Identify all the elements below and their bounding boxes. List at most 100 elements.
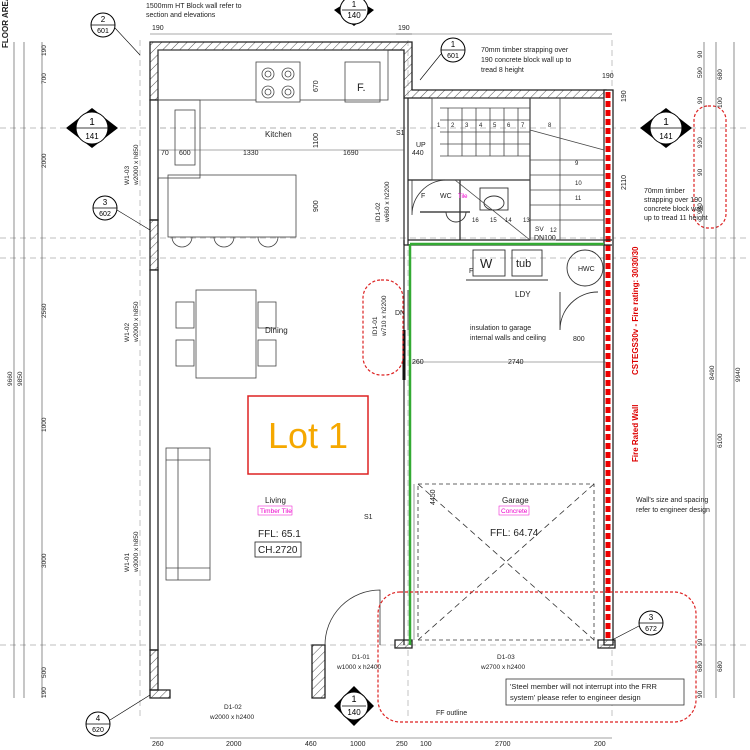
svg-text:90: 90 bbox=[697, 96, 704, 104]
svg-text:8490: 8490 bbox=[709, 365, 716, 380]
svg-text:10: 10 bbox=[575, 181, 582, 187]
svg-text:internal walls and ceiling: internal walls and ceiling bbox=[470, 335, 546, 342]
svg-text:w2000 x h850: w2000 x h850 bbox=[133, 301, 140, 343]
svg-text:1000: 1000 bbox=[41, 417, 48, 432]
svg-text:1: 1 bbox=[352, 0, 357, 9]
svg-text:4: 4 bbox=[96, 714, 101, 723]
svg-text:260: 260 bbox=[152, 741, 164, 748]
svg-text:SV: SV bbox=[535, 226, 544, 233]
svg-text:w660 x h2200: w660 x h2200 bbox=[384, 181, 391, 223]
svg-text:DN: DN bbox=[395, 310, 405, 317]
svg-text:190: 190 bbox=[41, 687, 48, 698]
svg-text:8: 8 bbox=[548, 123, 552, 129]
detail-ref-1-601: 1 601 bbox=[419, 37, 466, 81]
svg-text:Garage: Garage bbox=[502, 496, 529, 505]
svg-text:190: 190 bbox=[602, 73, 614, 80]
svg-text:CSTEGS30v - Fire rating: 30/30: CSTEGS30v - Fire rating: 30/30/30 bbox=[631, 246, 640, 375]
svg-text:601: 601 bbox=[97, 28, 109, 35]
svg-text:1: 1 bbox=[89, 117, 95, 128]
wc-fixtures bbox=[445, 187, 509, 223]
svg-text:ID1-02: ID1-02 bbox=[375, 202, 382, 222]
staircase bbox=[431, 97, 605, 241]
svg-text:concrete block wall: concrete block wall bbox=[644, 206, 704, 213]
svg-text:F: F bbox=[469, 268, 473, 275]
svg-text:700: 700 bbox=[41, 73, 48, 84]
svg-text:section and elevations: section and elevations bbox=[146, 12, 216, 19]
svg-text:1000: 1000 bbox=[350, 741, 366, 748]
svg-text:HWC: HWC bbox=[578, 266, 595, 273]
outer-walls bbox=[149, 41, 616, 699]
svg-text:W1-03: W1-03 bbox=[124, 165, 131, 185]
svg-text:672: 672 bbox=[645, 626, 657, 633]
svg-text:w2000 x h2400: w2000 x h2400 bbox=[209, 714, 254, 721]
svg-text:680: 680 bbox=[717, 69, 724, 80]
svg-text:440: 440 bbox=[412, 150, 424, 157]
svg-text:WC: WC bbox=[440, 193, 452, 200]
svg-text:13: 13 bbox=[523, 218, 530, 224]
svg-text:15: 15 bbox=[490, 218, 497, 224]
section-marker-top: 140 1 bbox=[334, 0, 374, 26]
left-dims-text: 190 700 2000 2560 1000 3000 500 190 9660… bbox=[7, 45, 48, 698]
svg-text:190: 190 bbox=[398, 25, 410, 32]
svg-text:Wall's size and spacing: Wall's size and spacing bbox=[636, 497, 708, 504]
svg-text:'Steel member will not interru: 'Steel member will not interrupt into th… bbox=[510, 682, 657, 691]
detail-ref-2-601: 2 601 bbox=[90, 12, 141, 56]
svg-text:Dining: Dining bbox=[265, 326, 288, 335]
svg-text:680: 680 bbox=[697, 661, 704, 672]
svg-text:W1-01: W1-01 bbox=[124, 552, 131, 572]
svg-text:2740: 2740 bbox=[508, 359, 524, 366]
svg-text:2: 2 bbox=[451, 123, 455, 129]
svg-text:6: 6 bbox=[507, 123, 511, 129]
svg-text:FFL: 65.1: FFL: 65.1 bbox=[258, 529, 301, 540]
svg-text:ID1-01: ID1-01 bbox=[372, 316, 379, 336]
right-dimension-chain bbox=[703, 42, 735, 698]
dimension-texts: 190 190 190 670 70 600 1330 1100 1690 44… bbox=[152, 25, 628, 505]
room-labels: Kitchen Dining Living Timber Tile FFL: 6… bbox=[254, 82, 595, 558]
interior-dims bbox=[150, 33, 612, 640]
svg-text:12: 12 bbox=[550, 228, 557, 234]
grid-lines bbox=[0, 40, 750, 720]
left-dimension-chain bbox=[13, 42, 43, 698]
svg-text:2000: 2000 bbox=[226, 741, 242, 748]
detail-ref-4-620: 4 620 bbox=[85, 694, 151, 737]
svg-text:70mm timber strapping over: 70mm timber strapping over bbox=[481, 47, 569, 54]
sofa bbox=[165, 447, 211, 581]
svg-text:670: 670 bbox=[313, 80, 320, 92]
svg-text:1: 1 bbox=[437, 123, 441, 129]
svg-text:90: 90 bbox=[697, 638, 704, 646]
svg-text:3: 3 bbox=[649, 613, 654, 622]
svg-text:Timber Tile: Timber Tile bbox=[260, 508, 292, 515]
svg-text:w2700 x h2400: w2700 x h2400 bbox=[480, 664, 525, 671]
svg-text:Concrete: Concrete bbox=[501, 508, 528, 515]
detail-ref-3-672: 3 672 bbox=[611, 610, 664, 641]
svg-text:FLOOR AREA: FLOOR AREA bbox=[1, 0, 10, 48]
svg-text:1: 1 bbox=[451, 40, 456, 49]
svg-text:w3000 x h850: w3000 x h850 bbox=[133, 531, 140, 573]
svg-text:260: 260 bbox=[412, 359, 424, 366]
svg-text:90: 90 bbox=[697, 168, 704, 176]
svg-text:1: 1 bbox=[663, 117, 669, 128]
svg-text:1690: 1690 bbox=[343, 150, 359, 157]
svg-text:2110: 2110 bbox=[621, 175, 628, 190]
svg-text:141: 141 bbox=[85, 132, 99, 141]
svg-text:1100: 1100 bbox=[313, 133, 320, 148]
revision-clouds bbox=[362, 105, 727, 723]
stair-numbers: 1 2 3 4 5 6 7 8 9 10 11 12 13 14 15 16 bbox=[437, 123, 582, 234]
svg-text:2: 2 bbox=[101, 15, 106, 24]
svg-text:w1000 x h2400: w1000 x h2400 bbox=[336, 664, 381, 671]
svg-text:D1-01: D1-01 bbox=[352, 654, 370, 661]
svg-text:200: 200 bbox=[594, 741, 606, 748]
svg-text:70: 70 bbox=[161, 150, 169, 157]
right-dims-text: 90 590 90 930 90 930 90 680 90 680 100 6… bbox=[697, 50, 742, 698]
svg-text:w710 x h2200: w710 x h2200 bbox=[381, 295, 388, 337]
svg-text:2560: 2560 bbox=[41, 303, 48, 318]
svg-text:90: 90 bbox=[697, 50, 704, 58]
svg-text:9: 9 bbox=[575, 161, 579, 167]
section-marker-left: 1 141 bbox=[66, 108, 118, 148]
svg-text:Tile: Tile bbox=[458, 194, 468, 200]
svg-text:S1: S1 bbox=[364, 514, 373, 521]
svg-text:F.: F. bbox=[357, 82, 366, 94]
svg-text:3000: 3000 bbox=[41, 553, 48, 568]
garage-void-cross bbox=[417, 483, 595, 641]
svg-text:16: 16 bbox=[472, 218, 479, 224]
